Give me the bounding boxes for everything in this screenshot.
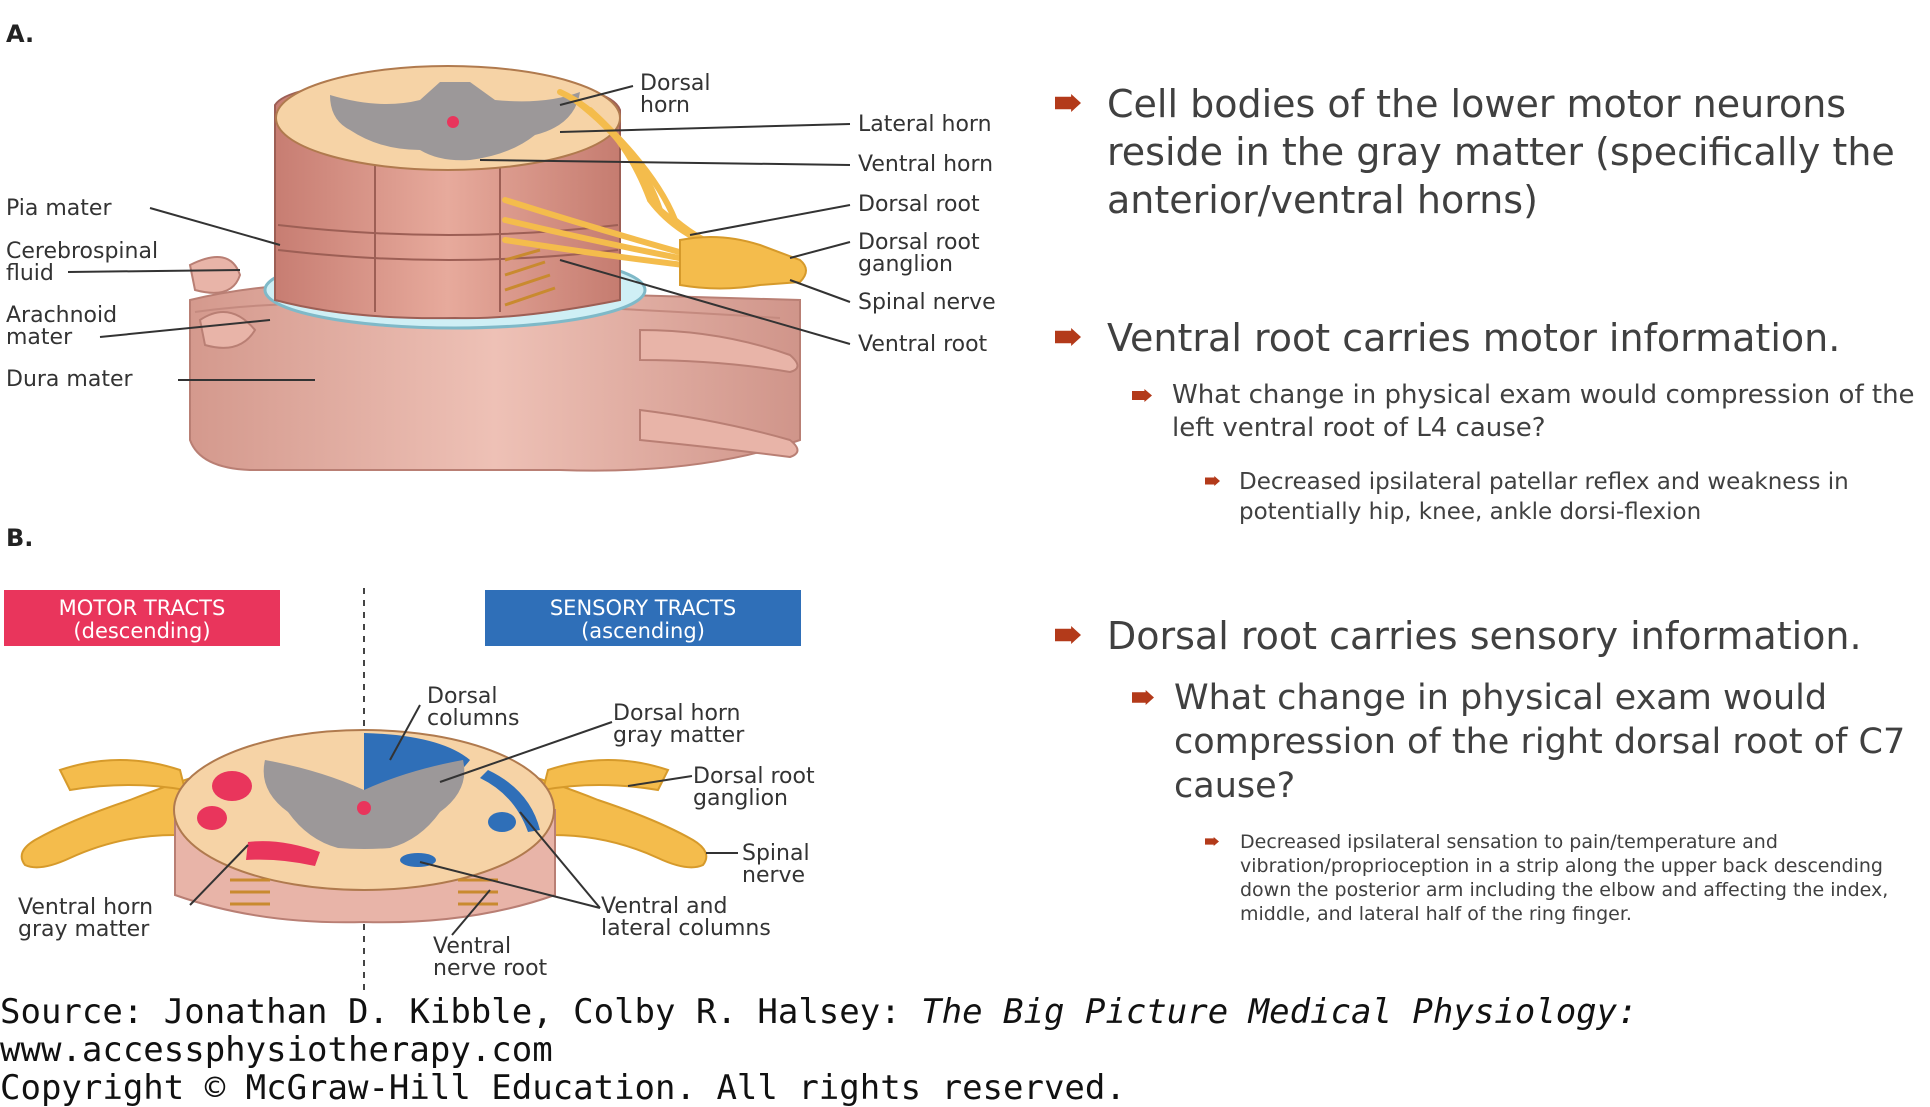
label-csf-1: Cerebrospinal <box>6 239 158 264</box>
bullet-arrow-icon <box>1055 626 1081 644</box>
bullet-text: Decreased ipsilateral sensation to pain/… <box>1240 831 1889 925</box>
source-line: Source: Jonathan D. Kibble, Colby R. Hal… <box>0 993 1930 1031</box>
label-spinal-nerve: Spinal nerve <box>858 290 996 315</box>
label-dorsal-horn-1: Dorsal <box>640 71 711 96</box>
label-arachnoid-1: Arachnoid <box>6 303 117 328</box>
label-ventral-nerve-root-1: Ventral <box>433 934 511 959</box>
sensory-tracts-subtitle: (ascending) <box>581 619 705 643</box>
sub-bullet-right-dorsal-root-question: What change in physical exam would compr… <box>1132 676 1915 808</box>
label-vl-columns-1: Ventral and <box>601 894 727 919</box>
label-csf-2: fluid <box>6 261 54 286</box>
panel-b-label: B. <box>6 524 33 552</box>
label-b-drg-1: Dorsal root <box>693 764 815 789</box>
label-b-spinal-nerve-1: Spinal <box>742 841 810 866</box>
bullet-dorsal-root: Dorsal root carries sensory information. <box>1055 612 1915 660</box>
bullet-text: Ventral root carries motor information. <box>1107 316 1841 360</box>
sub-sub-bullet-dorsal-answer: Decreased ipsilateral sensation to pain/… <box>1205 830 1910 926</box>
bullet-text: Decreased ipsilateral patellar reflex an… <box>1239 469 1849 525</box>
motor-tract-regions <box>197 771 320 866</box>
label-ventral-horn: Ventral horn <box>858 152 993 177</box>
label-ventral-root: Ventral root <box>858 332 988 357</box>
label-dura-mater: Dura mater <box>6 367 133 392</box>
label-dorsal-columns-1: Dorsal <box>427 684 498 709</box>
bullet-arrow-icon <box>1055 94 1081 112</box>
label-dorsal-root: Dorsal root <box>858 192 980 217</box>
label-arachnoid-2: mater <box>6 325 73 350</box>
source-book-title: The Big Picture Medical Physiology: <box>921 993 1638 1032</box>
sensory-tracts-title: SENSORY TRACTS <box>550 596 736 620</box>
label-ventral-nerve-root-2: nerve root <box>433 956 548 981</box>
label-drg-2: ganglion <box>858 252 953 277</box>
panel-a-label: A. <box>6 20 34 48</box>
label-vl-columns-2: lateral columns <box>601 916 771 941</box>
label-pia-mater: Pia mater <box>6 196 112 221</box>
bullet-text: What change in physical exam would compr… <box>1174 678 1906 806</box>
cord-cross-section <box>20 729 708 924</box>
bullet-arrow-icon <box>1132 389 1152 402</box>
label-dorsal-columns-2: columns <box>427 706 519 731</box>
label-b-spinal-nerve-2: nerve <box>742 863 805 888</box>
source-citation: Source: Jonathan D. Kibble, Colby R. Hal… <box>0 993 1930 1107</box>
cord-3d-illustration <box>188 65 807 472</box>
sensory-tracts-box: SENSORY TRACTS (ascending) <box>485 590 801 646</box>
source-prefix: Source: Jonathan D. Kibble, Colby R. Hal… <box>0 993 922 1032</box>
label-dh-gray-1: Dorsal horn <box>613 701 741 726</box>
dorsal-root-ganglion <box>679 235 807 290</box>
motor-tracts-subtitle: (descending) <box>73 619 210 643</box>
label-lateral-horn: Lateral horn <box>858 112 992 137</box>
motor-tracts-box: MOTOR TRACTS (descending) <box>4 590 280 646</box>
source-copyright: Copyright © McGraw-Hill Education. All r… <box>0 1068 1126 1107</box>
label-dorsal-horn-2: horn <box>640 93 690 118</box>
bullet-arrow-icon <box>1055 328 1081 346</box>
bullet-arrow-icon <box>1132 690 1154 705</box>
spinal-cord-figure: A. <box>4 20 996 990</box>
bullet-lower-motor-neurons: Cell bodies of the lower motor neurons r… <box>1055 80 1915 224</box>
label-b-drg-2: ganglion <box>693 786 788 811</box>
bullet-text: Dorsal root carries sensory information. <box>1107 614 1862 658</box>
label-vh-gray-1: Ventral horn <box>18 895 153 920</box>
sub-bullet-left-ventral-root-question: What change in physical exam would compr… <box>1132 379 1915 445</box>
bullet-arrow-icon <box>1205 837 1219 846</box>
source-url: www.accessphysiotherapy.com <box>0 1030 553 1070</box>
label-vh-gray-2: gray matter <box>18 917 150 942</box>
bullet-ventral-root: Ventral root carries motor information. <box>1055 314 1915 362</box>
label-dh-gray-2: gray matter <box>613 723 745 748</box>
bullet-text: What change in physical exam would compr… <box>1172 380 1915 443</box>
panel-b-leader-lines <box>189 704 738 936</box>
bullet-arrow-icon <box>1205 476 1220 486</box>
panel-a-leader-lines <box>67 85 851 381</box>
motor-tracts-title: MOTOR TRACTS <box>59 596 226 620</box>
bullet-text: Cell bodies of the lower motor neurons r… <box>1107 82 1895 222</box>
sub-sub-bullet-ventral-answer: Decreased ipsilateral patellar reflex an… <box>1205 467 1905 527</box>
label-drg-1: Dorsal root <box>858 230 980 255</box>
